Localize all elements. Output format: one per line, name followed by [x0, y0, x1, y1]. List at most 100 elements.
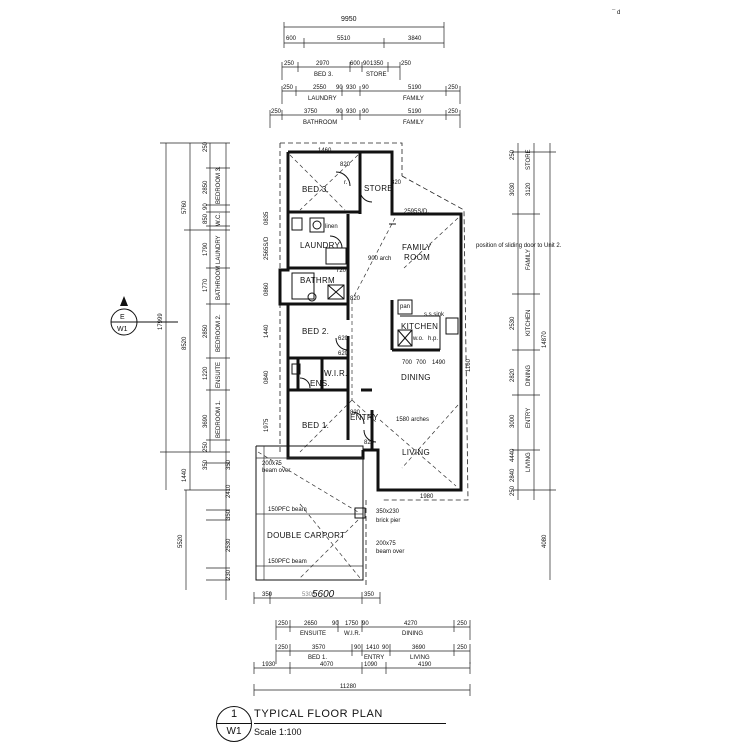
bottom-row1-a: 350	[262, 592, 273, 598]
bottom-dimensions: 350 5300 350 5600 250 2650 90 1750 90 42…	[253, 589, 471, 696]
bottom-row3-label-living: LIVING	[410, 655, 430, 661]
drawing-number: 1	[230, 708, 238, 720]
room-family: FAMILY	[402, 243, 432, 252]
note-1160: 1160	[466, 358, 472, 372]
right-seg-11: 2840	[510, 468, 516, 482]
left-carport-seg-1: 2410	[226, 484, 232, 498]
note-sink: s.s.sink	[424, 312, 445, 318]
note-pfc1: 150PFC beam	[268, 507, 307, 513]
bottom-row2-label-ensuite: ENSUITE	[300, 631, 326, 637]
note-0840: 0840	[264, 370, 270, 384]
top-dim-row4-f: 5190	[408, 109, 422, 115]
top-dim-row2-e: 1350	[370, 61, 384, 67]
note-620a: 620	[338, 336, 349, 342]
top-row2-label-store: STORE	[366, 72, 387, 78]
left-seg-1: 2850	[203, 180, 209, 194]
bottom-row3-a: 250	[278, 645, 289, 651]
note-0835: 0835	[264, 211, 270, 225]
room-ens: ENS.	[310, 379, 330, 388]
note-r: r.	[344, 180, 348, 186]
drawing-scale: Scale 1:100	[254, 727, 302, 737]
left-label-ensuite: ENSUITE	[216, 362, 222, 388]
top-row4-label-family: FAMILY	[403, 120, 424, 126]
right-seg-1: 3030	[510, 182, 516, 196]
top-dim-row4-d: 930	[346, 109, 357, 115]
right-overall: 14870	[542, 331, 548, 348]
left-seg-5: 1790	[203, 242, 209, 256]
left-carport: 5520	[178, 534, 184, 548]
left-lower: 1440	[182, 468, 188, 482]
left-seg-3: 850	[203, 213, 209, 224]
top-dim-row2-a: 250	[284, 61, 295, 67]
bottom-row2-g: 250	[457, 621, 468, 627]
top-row3-label-family: FAMILY	[403, 96, 424, 102]
title-underline	[254, 723, 446, 724]
left-middle: 8520	[182, 336, 188, 350]
note-1490: 1490	[432, 360, 446, 366]
note-pierb: brick pier	[376, 518, 400, 524]
right-lower: 4080	[542, 534, 548, 548]
note-beam1b: beam over	[262, 468, 290, 474]
note-slider: 2595S/D.	[404, 209, 429, 215]
room-bed1: BED 1.	[302, 421, 329, 430]
right-label-family: FAMILY	[526, 249, 532, 270]
note-820e: 820	[364, 440, 375, 446]
elevation-letter: E	[120, 314, 125, 321]
right-label-entry: ENTRY	[526, 408, 532, 428]
left-seg-11: 1220	[203, 366, 209, 380]
room-store: STORE	[364, 184, 393, 193]
top-dimensions: 9950 600 5510 3840 250 2970 600 90 1350 …	[269, 16, 461, 128]
top-dim-row3-g: 250	[448, 85, 459, 91]
top-dim-row1-c: 3840	[408, 36, 422, 42]
bottom-row3-f: 3690	[412, 645, 426, 651]
room-carport: DOUBLE CARPORT	[267, 531, 345, 540]
top-dim-row2-c: 600	[350, 61, 361, 67]
right-seg-8: 3000	[510, 414, 516, 428]
right-seg-12: 250	[510, 485, 516, 496]
note-arches: 1580 arches	[396, 417, 429, 423]
top-dim-row4-c: 90	[336, 109, 343, 115]
note-door-position: position of sliding door to Unit 2.	[476, 243, 562, 249]
note-0860: 0860	[264, 282, 270, 296]
note-700: 700	[402, 360, 413, 366]
bottom-row1-c: 350	[364, 592, 375, 598]
left-seg-14: 250	[203, 441, 209, 452]
room-family-2: ROOM	[404, 253, 430, 262]
bottom-row4-c: 1090	[364, 662, 378, 668]
house-outline	[278, 142, 469, 501]
right-label-kitchen: KITCHEN	[526, 310, 532, 336]
note-900arch: 900 arch	[368, 256, 391, 262]
drawing-sheet-ref: W1	[226, 726, 242, 737]
bottom-row2-f: 4270	[404, 621, 418, 627]
bottom-row3-c: 90	[354, 645, 361, 651]
bottom-row1-b: 5300	[302, 592, 316, 598]
top-dim-row3-a: 250	[283, 85, 294, 91]
bottom-row2-d: 1750	[345, 621, 359, 627]
left-carport-seg-3: 2530	[226, 538, 232, 552]
bottom-row2-label-dining: DINING	[402, 631, 423, 637]
note-720: 720	[336, 268, 347, 274]
drawing-title: TYPICAL FLOOR PLAN	[254, 708, 383, 720]
left-label-bed1: BEDROOM 1.	[216, 400, 222, 438]
left-upper: 5760	[182, 200, 188, 214]
bottom-row3-label-entry: ENTRY	[364, 655, 384, 661]
room-wir: W.I.R.	[324, 369, 348, 378]
left-overall: 17999	[158, 313, 164, 330]
note-pier: 350x230	[376, 509, 400, 515]
bottom-row2-label-wir: W.I.R.	[344, 631, 361, 637]
room-kitchen: KITCHEN	[401, 322, 438, 331]
bottom-overall: 11280	[340, 684, 357, 690]
left-seg-13: 3690	[203, 414, 209, 428]
note-1460: 1460	[318, 148, 332, 154]
top-dim-row4-e: 90	[362, 109, 369, 115]
top-row3-label-laundry: LAUNDRY	[308, 96, 337, 102]
bottom-row2-b: 2650	[304, 621, 318, 627]
top-row4-label-bathroom: BATHROOM	[303, 120, 337, 126]
top-dim-row1-a: 600	[286, 36, 297, 42]
left-label-wc: W.C.	[216, 213, 222, 226]
plan-notes: 1460 820 820 r. linen 2595S/D. 900 arch …	[262, 148, 562, 565]
left-seg-7: 1770	[203, 278, 209, 292]
bottom-handwritten: 5600	[312, 589, 335, 600]
bottom-row3-b: 3570	[312, 645, 326, 651]
